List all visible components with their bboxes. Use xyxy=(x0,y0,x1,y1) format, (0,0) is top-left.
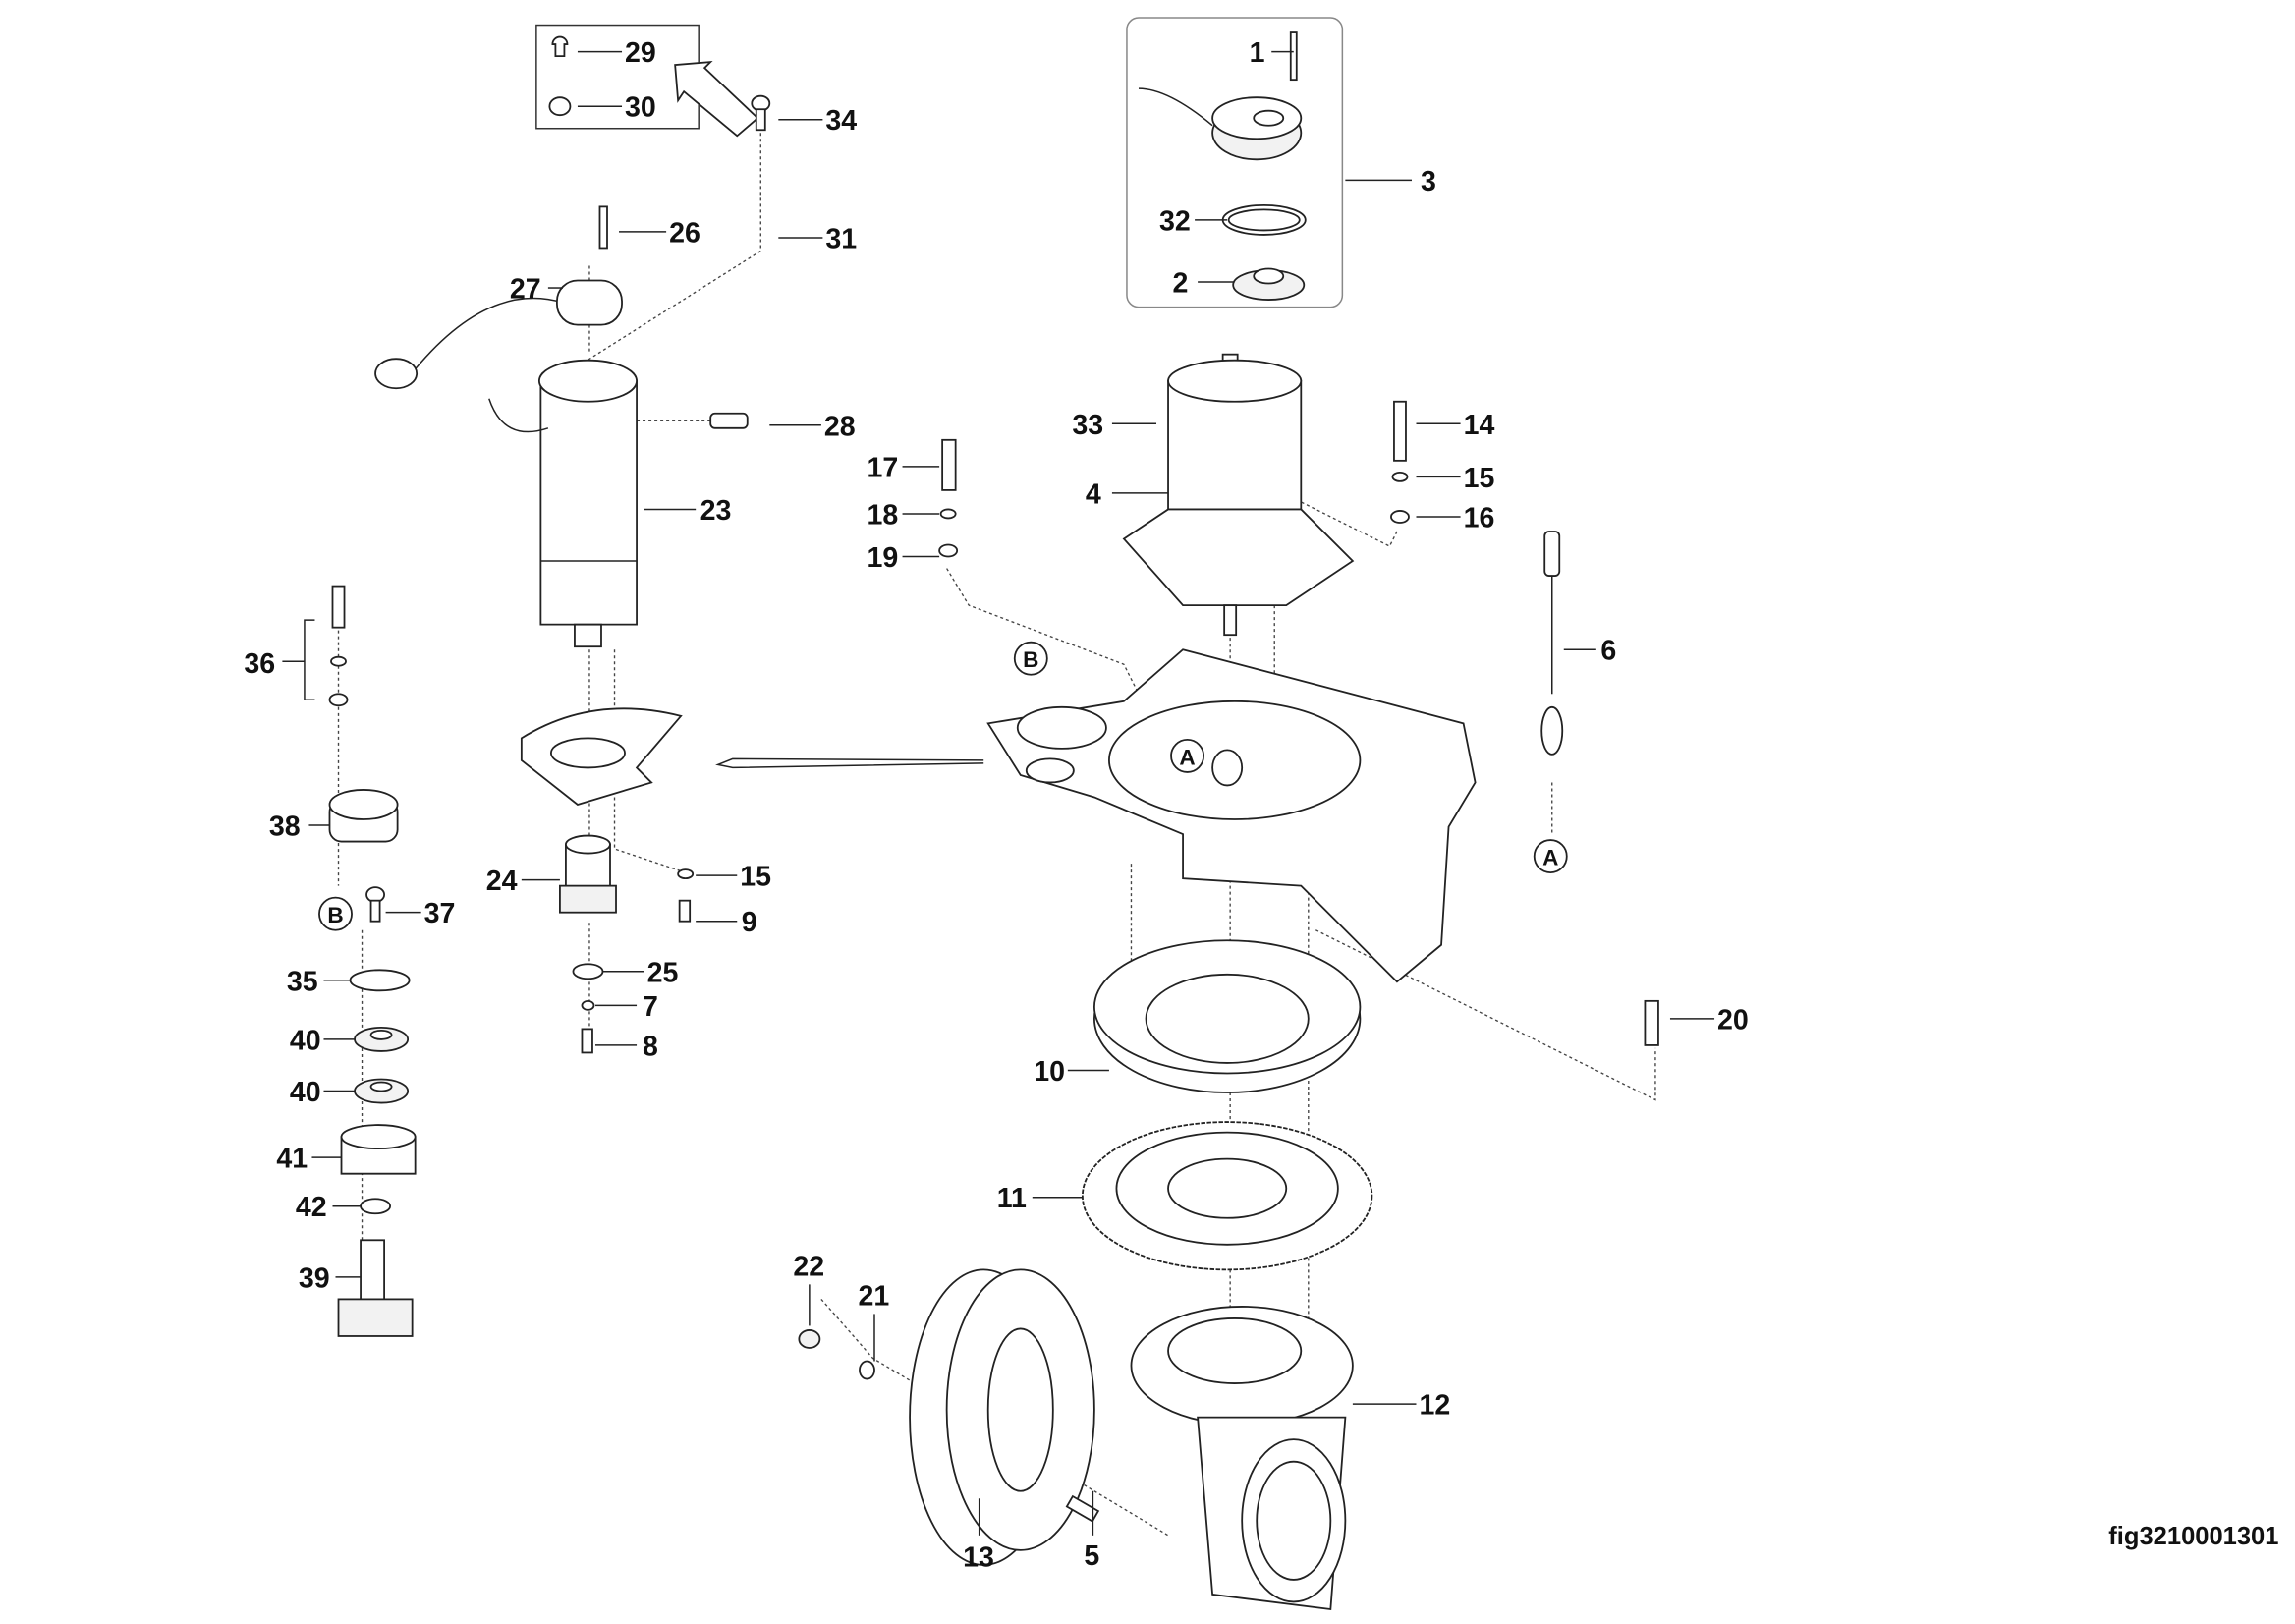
callout-8: 8 xyxy=(643,1031,658,1062)
callout-17: 17 xyxy=(867,452,898,483)
callout-13: 13 xyxy=(963,1541,994,1573)
callout-7: 7 xyxy=(643,991,658,1023)
svg-text:B: B xyxy=(1023,647,1038,672)
svg-text:A: A xyxy=(1179,745,1195,769)
callout-16: 16 xyxy=(1464,502,1495,533)
callout-15: 15 xyxy=(1464,463,1495,494)
svg-text:A: A xyxy=(1542,846,1558,870)
parts xyxy=(328,31,1659,1610)
reference-marker-b: B xyxy=(1013,641,1048,676)
callout-19: 19 xyxy=(867,542,898,574)
callout-2: 2 xyxy=(1173,268,1189,300)
callout-36: 36 xyxy=(244,648,275,680)
callout-31: 31 xyxy=(825,223,857,254)
callout-14: 14 xyxy=(1464,410,1495,441)
callout-6: 6 xyxy=(1600,636,1616,667)
callout-18: 18 xyxy=(867,499,898,531)
figure-id: fig3210001301 xyxy=(2108,1523,2278,1550)
callout-30: 30 xyxy=(625,92,656,124)
callout-15: 15 xyxy=(740,862,771,893)
reference-marker-b: B xyxy=(318,896,353,931)
callout-41: 41 xyxy=(276,1144,308,1175)
callout-5: 5 xyxy=(1084,1540,1099,1572)
callout-42: 42 xyxy=(296,1192,327,1223)
callout-29: 29 xyxy=(625,37,656,69)
leader-lines xyxy=(282,50,1715,1536)
callout-32: 32 xyxy=(1159,205,1191,237)
callout-25: 25 xyxy=(647,957,679,988)
callout-10: 10 xyxy=(1034,1056,1065,1088)
inset-box-brake xyxy=(1126,17,1344,308)
callout-9: 9 xyxy=(742,907,757,938)
arrow-icon xyxy=(674,61,759,138)
callout-34: 34 xyxy=(825,105,857,137)
callout-39: 39 xyxy=(299,1262,330,1294)
callout-12: 12 xyxy=(1420,1390,1451,1422)
callout-11: 11 xyxy=(997,1183,1027,1214)
callout-22: 22 xyxy=(793,1251,824,1282)
reference-marker-a: A xyxy=(1533,839,1568,874)
callout-23: 23 xyxy=(700,495,732,527)
callout-33: 33 xyxy=(1072,410,1103,441)
arrow-left-icon xyxy=(715,757,984,769)
callout-1: 1 xyxy=(1250,37,1265,69)
callout-40: 40 xyxy=(290,1077,321,1108)
svg-text:B: B xyxy=(327,903,343,927)
callout-28: 28 xyxy=(824,411,856,442)
reference-marker-a: A xyxy=(1170,738,1205,773)
callout-24: 24 xyxy=(486,866,518,897)
callout-40: 40 xyxy=(290,1025,321,1056)
callout-27: 27 xyxy=(510,274,541,306)
callout-labels: 1 2 3 4 5 6 7 8 9 10 11 12 13 14 15 15 1… xyxy=(244,37,1748,1573)
callout-4: 4 xyxy=(1086,478,1101,510)
callout-35: 35 xyxy=(287,966,318,997)
callout-37: 37 xyxy=(424,898,456,929)
callout-3: 3 xyxy=(1421,166,1436,197)
callout-20: 20 xyxy=(1717,1004,1749,1036)
callout-38: 38 xyxy=(269,812,301,843)
callout-26: 26 xyxy=(669,217,700,249)
callout-21: 21 xyxy=(858,1280,889,1312)
